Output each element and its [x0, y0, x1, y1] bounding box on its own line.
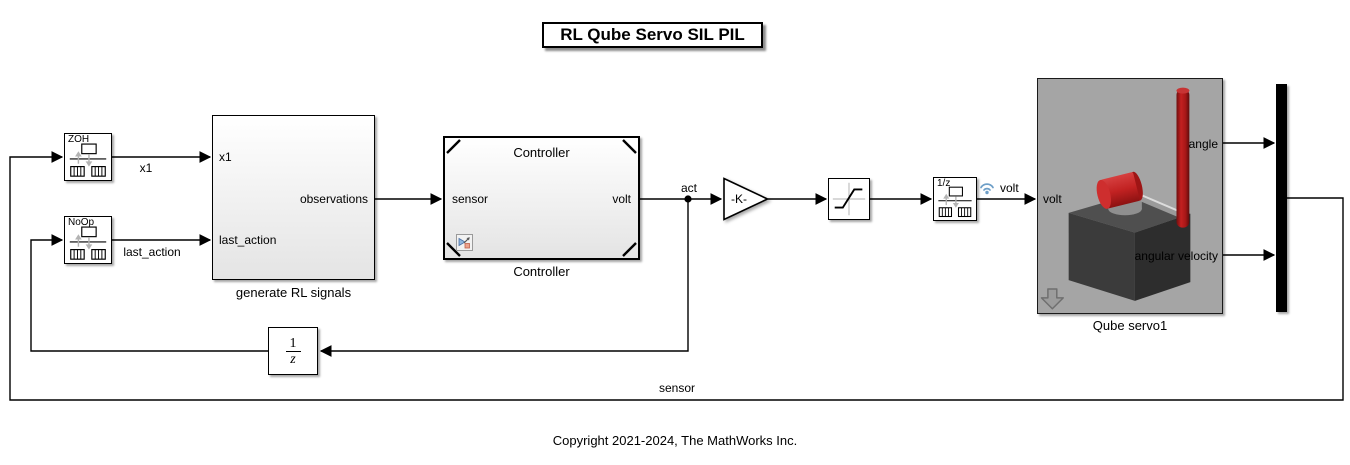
mux-block[interactable]	[1276, 84, 1287, 312]
controller-block-name: Controller	[513, 264, 570, 279]
signal-label-sensor: sensor	[658, 381, 696, 395]
rate-transition-icon	[69, 226, 107, 260]
port-label-angle: angle	[1188, 137, 1218, 151]
signal-label-x1: x1	[139, 161, 153, 175]
rate-transition-noop-block[interactable]: NoOp	[64, 216, 112, 264]
port-label-angular-velocity: angular velocity	[1134, 249, 1218, 263]
unit-delay-block[interactable]: 1 z	[268, 327, 318, 375]
rate-transition-icon	[938, 186, 972, 218]
port-label-last-action: last_action	[219, 233, 277, 247]
saturation-block[interactable]	[828, 178, 870, 220]
qube-servo-3d-image	[1040, 87, 1191, 310]
saturation-curve-icon	[832, 182, 866, 216]
noop-block-label: NoOp	[68, 217, 95, 228]
port-label-sensor: sensor	[452, 192, 489, 206]
act-branch-junction-dot	[684, 195, 692, 203]
rate-transition-1z-block[interactable]: 1/z	[933, 177, 977, 221]
unit-delay-fraction: 1 z	[269, 328, 317, 374]
gain-block[interactable]: -K-	[722, 176, 770, 222]
sil-pil-badge-icon	[456, 234, 473, 251]
unit-delay-numerator: 1	[285, 336, 301, 352]
controller-model-block[interactable]: Controller sensor volt	[443, 136, 640, 260]
gain-triangle-icon	[723, 177, 770, 221]
signal-label-act: act	[680, 181, 697, 195]
wire-unit-delay-to-noop[interactable]	[30, 234, 268, 352]
rate-transition-icon	[69, 143, 107, 177]
qube-servo1-block[interactable]: volt angle angular velocity	[1037, 78, 1223, 314]
zoh-block-label: ZOH	[68, 134, 90, 145]
port-label-volt-out: volt	[612, 192, 631, 206]
wire-act-branch-to-unit-delay[interactable]	[319, 199, 689, 357]
rate-transition-1z-label: 1/z	[937, 178, 951, 189]
signal-label-last-action: last_action	[123, 245, 181, 259]
generate-rl-signals-block[interactable]: x1 last_action observations	[212, 115, 375, 280]
diagram-title-text: RL Qube Servo SIL PIL	[560, 25, 745, 44]
signal-logging-wireless-icon	[980, 183, 994, 195]
arrow-down-badge-icon	[1040, 288, 1064, 310]
port-label-x1: x1	[219, 150, 232, 164]
signal-label-volt: volt	[1000, 181, 1019, 195]
port-label-qube-volt: volt	[1043, 192, 1062, 206]
port-label-observations: observations	[299, 192, 368, 206]
rate-transition-zoh-block[interactable]: ZOH	[64, 133, 112, 181]
qube-servo1-block-name: Qube servo1	[1092, 318, 1168, 333]
copyright-annotation: Copyright 2021-2024, The MathWorks Inc.	[552, 433, 798, 448]
model-reference-corner-marks	[446, 139, 637, 257]
generate-rl-signals-block-name: generate RL signals	[235, 285, 352, 300]
diagram-title: RL Qube Servo SIL PIL	[542, 22, 763, 48]
gain-value-label: -K-	[731, 192, 747, 206]
unit-delay-denominator: z	[290, 351, 296, 367]
wire-sensor-feedback-loop[interactable]	[9, 151, 1344, 401]
controller-inner-title: Controller	[513, 145, 570, 160]
